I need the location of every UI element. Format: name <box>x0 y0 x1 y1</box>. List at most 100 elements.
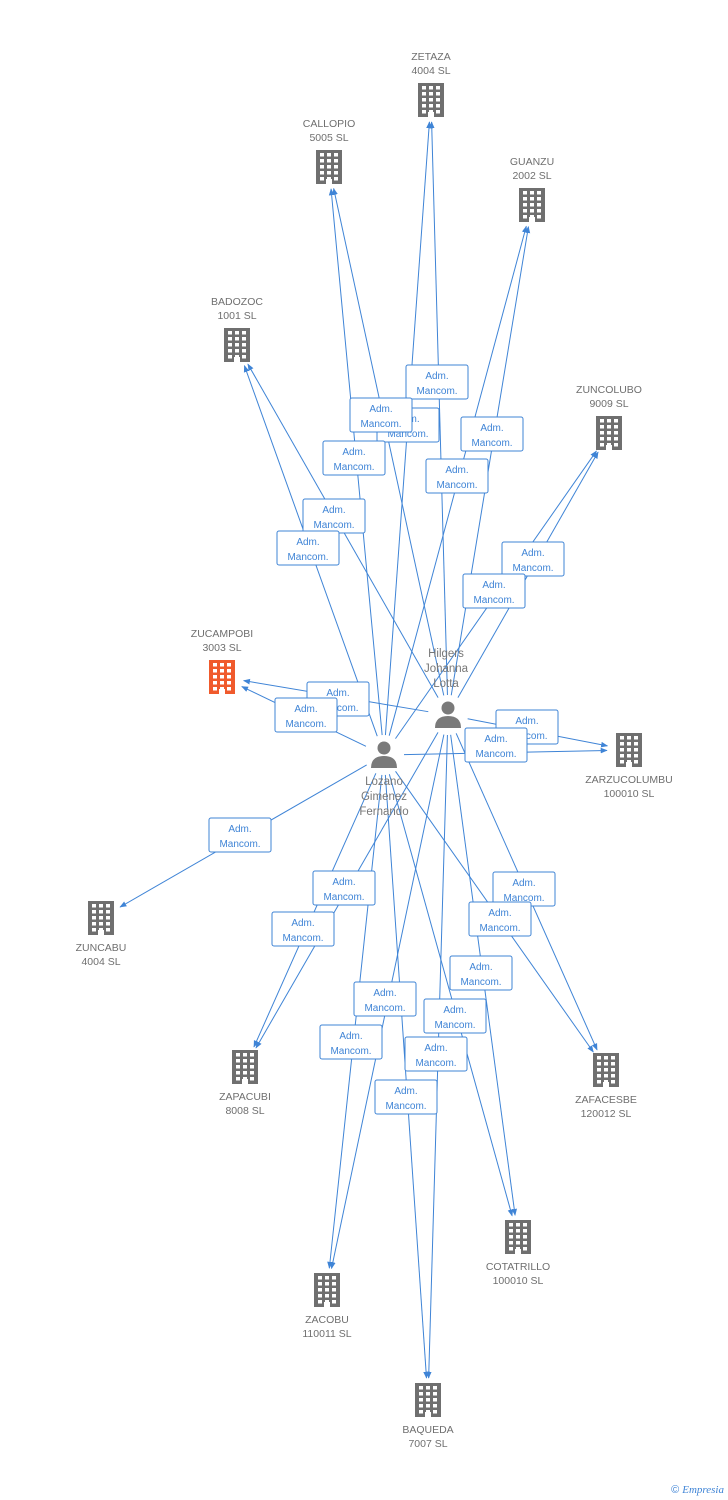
edge-label-lozano-zacobu[interactable]: Adm.Mancom. <box>353 981 417 1017</box>
edge-label-lozano-cotatrillo[interactable]: Adm. Mancom. <box>423 998 487 1034</box>
edge-label-line-1: Adm. <box>480 423 503 434</box>
building-icon <box>316 150 342 184</box>
company-type: 3003 SL <box>202 642 241 654</box>
edges-layer <box>119 121 609 1379</box>
edge-label-hilgers-guanzu[interactable]: Adm.Mancom. <box>460 416 524 452</box>
edge-lozano-cotatrillo <box>388 774 514 1217</box>
edge-label-hilgers-cotatrillo[interactable]: Adm.Mancom. <box>449 955 513 991</box>
edge-label-line-2: Mancom. <box>364 1003 405 1014</box>
edge-label-box <box>501 541 565 577</box>
edge-label-lozano-zucampobi[interactable]: Adm. Mancom. <box>274 697 338 733</box>
edge-label-line-1: Adm. <box>488 908 511 919</box>
edge-label-line-2: Mancom. <box>479 923 520 934</box>
edge-label-box <box>349 397 413 433</box>
edge-label-hilgers-zacobu[interactable]: Adm.Mancom. <box>319 1024 383 1060</box>
company-name: ZARZUCOLUMBU <box>585 774 673 786</box>
edge-label-box <box>464 727 528 763</box>
edge-label-lozano-zafacesbe[interactable]: Adm. Mancom. <box>468 901 532 937</box>
edge-label-line-2: Mancom. <box>436 480 477 491</box>
edge-label-line-2: Mancom. <box>460 977 501 988</box>
building-icon <box>224 328 250 362</box>
edge-label-lozano-baqueda[interactable]: Adm.Mancom. <box>374 1079 438 1115</box>
edge-label-line-2: Mancom. <box>475 749 516 760</box>
edge-label-line-2: Mancom. <box>313 520 354 531</box>
company-name: ZAFACESBE <box>575 1094 637 1106</box>
edge-label-lozano-guanzu[interactable]: Adm. Mancom. <box>425 458 489 494</box>
edge-label-line-1: Adm. <box>294 704 317 715</box>
edge-label-hilgers-callopio[interactable]: Adm.Mancom. <box>349 397 413 433</box>
edge-label-line-1: Adm. <box>342 447 365 458</box>
edge-label-hilgers-zetaza[interactable]: Adm.Mancom. <box>405 364 469 400</box>
building-icon <box>314 1273 340 1307</box>
edge-label-line-2: Mancom. <box>512 563 553 574</box>
edge-label-box <box>274 697 338 733</box>
company-type: 4004 SL <box>81 956 120 968</box>
edge-label-line-1: Adm. <box>424 1043 447 1054</box>
edge-label-line-2: Mancom. <box>287 552 328 563</box>
edge-label-line-1: Adm. <box>484 734 507 745</box>
edge-label-box <box>404 1036 468 1072</box>
edge-label-lozano-zarzucolumbu[interactable]: Adm. Mancom. <box>464 727 528 763</box>
edge-label-lozano-callopio[interactable]: Adm. Mancom. <box>322 440 386 476</box>
footer-brand[interactable]: ©Empresia <box>671 1484 724 1496</box>
person-name-line: Gimenez <box>361 791 407 803</box>
edge-label-line-2: Mancom. <box>434 1020 475 1031</box>
edge-label-line-1: Adm. <box>394 1086 417 1097</box>
edge-label-hilgers-badozoc[interactable]: Adm. Mancom. <box>302 498 366 534</box>
edge-label-line-1: Adm. <box>521 548 544 559</box>
edge-labels-layer: Adm. Mancom. Adm. Mancom. Adm. Mancom. Adm. Man… <box>208 364 565 1115</box>
edge-label-line-1: Adm. <box>445 465 468 476</box>
edge-label-lozano-zuncolubo[interactable]: Adm.Mancom. <box>462 573 526 609</box>
building-icon <box>232 1050 258 1084</box>
edge-label-line-2: Mancom. <box>333 462 374 473</box>
edge-label-lozano-zuncabu[interactable]: Adm.Mancom. <box>208 817 272 853</box>
edge-label-line-1: Adm. <box>443 1005 466 1016</box>
edge-label-line-1: Adm. <box>369 404 392 415</box>
copyright-icon: © <box>671 1484 680 1496</box>
edge-label-hilgers-zafacesbe[interactable]: Adm.Mancom. <box>492 871 556 907</box>
edge-label-box <box>312 870 376 906</box>
edge-label-lozano-zapacubi[interactable]: Adm.Mancom. <box>271 911 335 947</box>
edge-label-line-1: Adm. <box>512 878 535 889</box>
edge-label-hilgers-zuncolubo[interactable]: Adm. Mancom. <box>501 541 565 577</box>
edge-hilgers-zetaza <box>428 121 448 696</box>
edge-label-line-2: Mancom. <box>285 719 326 730</box>
company-name: ZUNCOLUBO <box>576 384 642 396</box>
person-name-line: Lotta <box>433 678 459 690</box>
edge-label-box <box>462 573 526 609</box>
edge-label-hilgers-baqueda[interactable]: Adm.Mancom. <box>404 1036 468 1072</box>
company-type: 1001 SL <box>217 310 256 322</box>
building-icon <box>505 1220 531 1254</box>
edge-lozano-zapacubi <box>253 773 377 1048</box>
person-name-line: Lozano <box>365 776 403 788</box>
edge-label-line-1: Adm. <box>482 580 505 591</box>
edge-label-box <box>423 998 487 1034</box>
person-name-line: Fernando <box>359 806 408 818</box>
company-type: 2002 SL <box>512 170 551 182</box>
building-icon <box>415 1383 441 1417</box>
edge-label-lozano-badozoc[interactable]: Adm.Mancom. <box>276 530 340 566</box>
company-type: 7007 SL <box>408 1438 447 1450</box>
edge-hilgers-guanzu <box>450 226 531 696</box>
edge-label-line-1: Adm. <box>322 505 345 516</box>
edge-label-line-1: Adm. <box>291 918 314 929</box>
edge-label-hilgers-zapacubi[interactable]: Adm.Mancom. <box>312 870 376 906</box>
edge-label-line-2: Mancom. <box>330 1046 371 1057</box>
building-icon <box>519 188 545 222</box>
